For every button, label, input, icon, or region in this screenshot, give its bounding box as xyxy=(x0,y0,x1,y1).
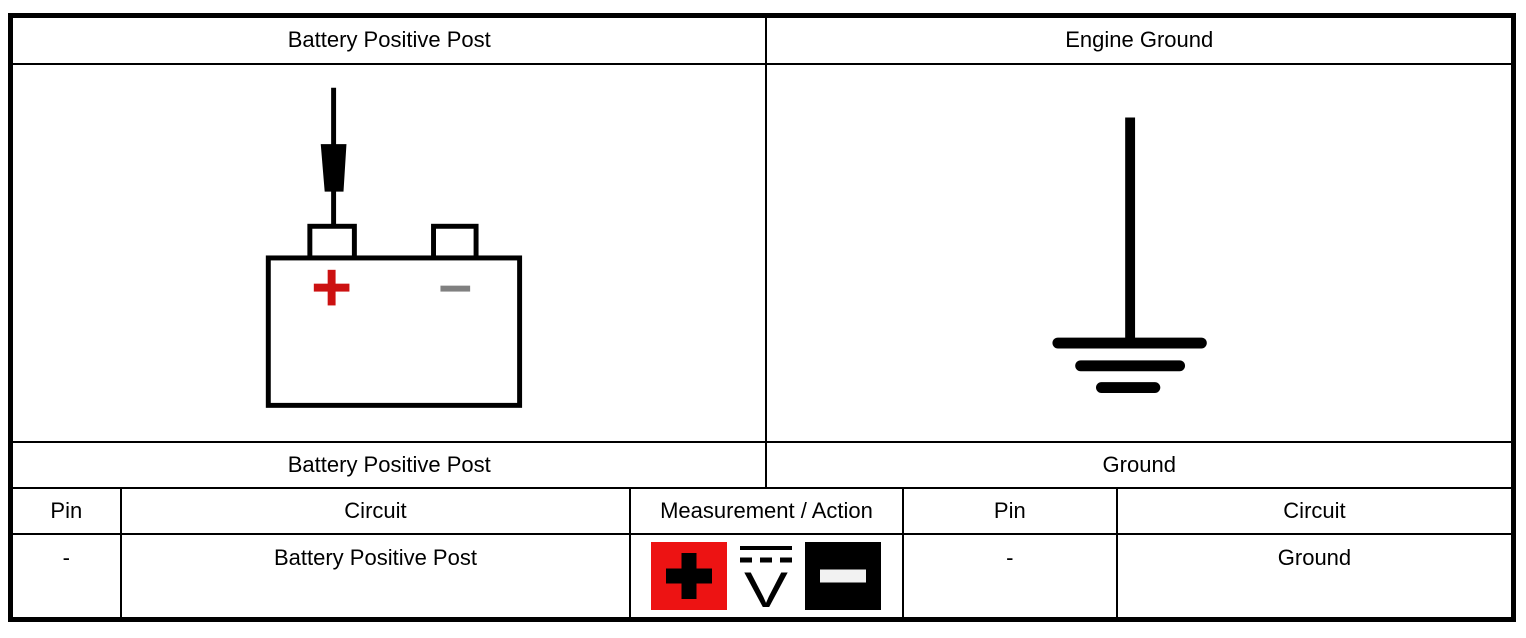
dc-voltage-icon: V xyxy=(740,546,793,609)
right-subtitle: Ground xyxy=(765,440,1515,490)
left-circuit-header: Circuit xyxy=(119,487,632,536)
right-circuit-header: Circuit xyxy=(1115,487,1515,536)
chassis-ground-icon xyxy=(1052,117,1208,394)
right-title: Engine Ground xyxy=(765,14,1515,65)
engine-ground-diagram xyxy=(1052,117,1208,394)
black-negative-probe-icon xyxy=(805,542,882,611)
battery-positive-post-diagram xyxy=(265,88,522,409)
right-pin-header: Pin xyxy=(901,487,1118,536)
battery-body xyxy=(265,255,522,409)
dc-voltage-measurement-icons: V xyxy=(632,536,900,617)
right-circuit-value: Ground xyxy=(1115,533,1515,621)
volt-symbol: V xyxy=(744,562,789,609)
measurement-action-header: Measurement / Action xyxy=(629,487,904,536)
measurement-action-cell: V xyxy=(629,533,904,621)
left-circuit-value: Battery Positive Post xyxy=(119,533,632,621)
left-pin-value: - xyxy=(9,533,122,621)
right-pin-value: - xyxy=(901,533,1118,621)
minus-icon xyxy=(820,569,867,583)
left-subtitle: Battery Positive Post xyxy=(9,440,768,490)
battery-diagram-cell xyxy=(9,62,768,443)
measurement-diagram-panel: Battery Positive Post Engine Ground xyxy=(8,13,1516,622)
left-title: Battery Positive Post xyxy=(9,14,768,65)
red-positive-probe-icon xyxy=(651,542,728,611)
diagnostic-grid: Battery Positive Post Engine Ground xyxy=(8,13,1516,622)
ground-diagram-cell xyxy=(765,62,1515,443)
battery-negative-terminal xyxy=(430,224,479,261)
battery-positive-terminal xyxy=(307,224,357,261)
test-probe-icon xyxy=(320,144,347,192)
battery-minus-icon xyxy=(440,285,470,292)
battery-plus-icon xyxy=(313,270,350,306)
left-pin-header: Pin xyxy=(9,487,122,536)
